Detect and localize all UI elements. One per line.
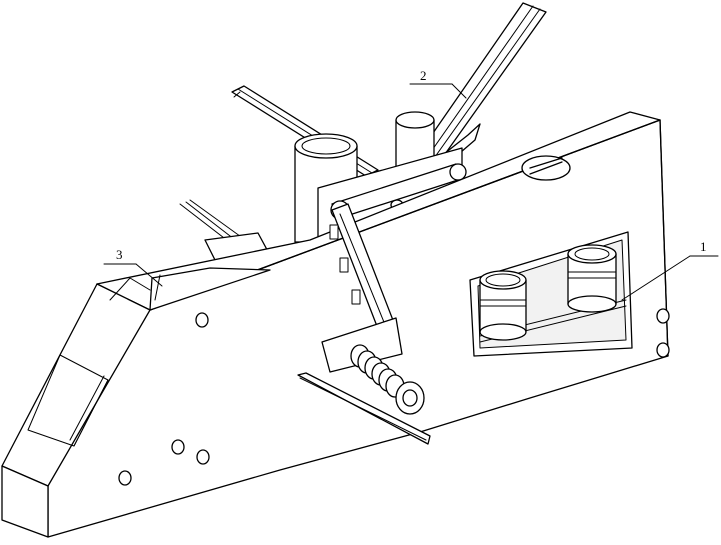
window-cylinder-left [479, 270, 527, 341]
label-part-2: 2 [420, 68, 427, 83]
deflector-blade [297, 372, 431, 445]
label-part-3: 3 [116, 247, 123, 262]
bolts [118, 308, 670, 486]
label-2-callout: 2 [409, 68, 467, 99]
main-housing [1, 111, 669, 538]
window-cylinder-right [567, 244, 617, 313]
spring-coil [350, 344, 425, 415]
slotted-screw [521, 155, 571, 181]
label-1-callout: 1 [621, 239, 719, 301]
label-part-1: 1 [700, 239, 707, 254]
label-3-callout: 3 [103, 247, 163, 287]
hopper-opening [149, 267, 271, 311]
